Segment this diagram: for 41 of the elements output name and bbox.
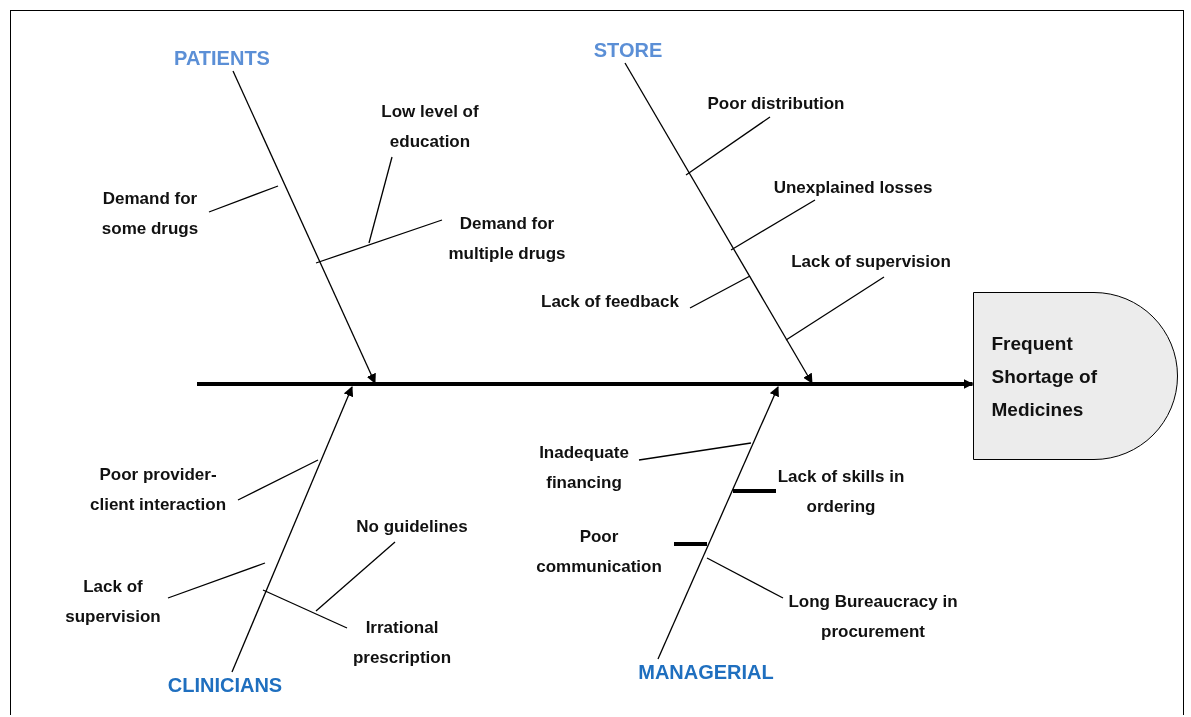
category-label: CLINICIANS [145,672,305,698]
category-label: PATIENTS [152,45,292,71]
cause-line [368,156,393,244]
bone-arrow [232,70,376,384]
cause-label: Poor communication [524,522,674,582]
cause-line [237,459,319,501]
cause-line [733,489,776,493]
cause-line [167,562,266,599]
cause-line [262,589,348,629]
cause-line [685,116,771,176]
cause-label: Demand for multiple drugs [442,209,572,269]
spine-arrow [197,379,974,389]
bone-arrow [624,62,813,384]
effect-box [972,292,1178,460]
cause-label: Lack of skills in ordering [776,462,906,522]
cause-label: Poor distribution [691,89,861,119]
cause-line [638,442,752,461]
cause-line [208,185,279,213]
category-label: STORE [568,37,688,63]
cause-line [689,275,751,309]
cause-label: Unexplained losses [758,173,948,203]
category-label: MANAGERIAL [621,659,791,685]
cause-line [315,541,396,612]
cause-label: Long Bureaucracy in procurement [783,587,963,647]
cause-label: Lack of feedback [530,287,690,317]
bone-arrow [231,386,354,673]
cause-label: Demand for some drugs [90,184,210,244]
cause-label: Poor provider-client interaction [78,460,238,520]
effect-label: Frequent Shortage of Medicines [991,331,1099,422]
cause-line [730,199,816,251]
cause-line [785,276,885,341]
cause-line [674,542,707,546]
cause-label: Lack of supervision [58,572,168,632]
cause-label: No guidelines [347,512,477,542]
cause-label: Inadequate financing [529,438,639,498]
cause-line [706,557,784,599]
bone-arrow [657,386,779,660]
cause-line [315,219,443,264]
cause-label: Irrational prescription [347,613,457,673]
cause-label: Low level of education [372,97,488,157]
cause-label: Lack of supervision [776,247,966,277]
